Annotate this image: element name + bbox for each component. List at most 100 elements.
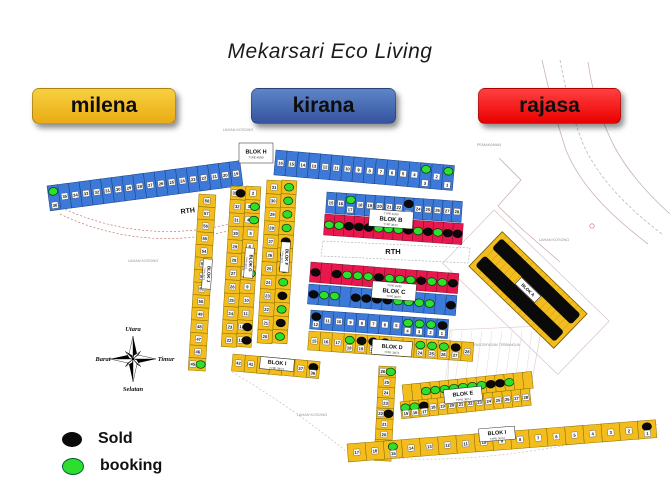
svg-text:29: 29	[270, 212, 276, 217]
lot-number-box	[200, 247, 208, 255]
lot-number-box	[415, 328, 423, 336]
sold-row-bar	[476, 256, 563, 341]
lot-number-box	[195, 323, 203, 331]
lot-number-box	[267, 238, 275, 246]
product-button-kirana[interactable]: kirana	[251, 88, 396, 124]
svg-text:27: 27	[268, 239, 274, 244]
svg-text:18: 18	[347, 345, 353, 350]
svg-text:BLOK C: BLOK C	[382, 288, 406, 296]
lot-number-box	[196, 310, 204, 318]
booking-dot	[384, 274, 395, 283]
svg-text:21: 21	[382, 422, 388, 427]
booking-dot	[385, 367, 396, 377]
lot-divider	[468, 231, 503, 267]
lot-number-box	[443, 441, 452, 449]
compass-label-n: Utara	[125, 326, 141, 333]
svg-text:22: 22	[201, 175, 207, 181]
product-button-milena[interactable]: milena	[32, 88, 176, 124]
lot-number-box	[195, 335, 203, 343]
svg-text:19: 19	[233, 171, 239, 177]
boundary-line	[59, 213, 229, 239]
svg-text:42: 42	[236, 360, 242, 365]
lot-number-box	[570, 431, 579, 439]
lot-cell	[319, 262, 333, 284]
lot-number-box	[552, 432, 560, 441]
lot-number-box	[310, 337, 318, 345]
sold-dot	[235, 189, 246, 198]
lot-number-box	[395, 204, 403, 212]
lot-number-box	[438, 402, 447, 410]
lot-number-box	[485, 397, 493, 405]
area-label-fasos: FASOS/FASUM TERBANGUN	[474, 343, 521, 347]
lot-number-box	[263, 292, 271, 300]
lot-number-box	[232, 229, 240, 237]
svg-text:18: 18	[431, 404, 437, 410]
road-line	[497, 157, 561, 263]
svg-text:25: 25	[229, 298, 235, 303]
sold-dot	[275, 318, 286, 328]
lot-number-box	[221, 171, 229, 179]
lot-number-box	[178, 177, 187, 185]
lot-number-box	[366, 167, 374, 175]
legend: Sold booking	[62, 430, 162, 484]
sold-row-bar	[493, 239, 580, 324]
booking-dot	[283, 196, 294, 205]
area-label-lk4: LAHAN KOSONG	[297, 413, 327, 417]
svg-text:33: 33	[83, 191, 89, 197]
svg-text:35: 35	[62, 194, 68, 200]
lot-number-box	[428, 350, 436, 358]
svg-text:TYPE 45/90: TYPE 45/90	[248, 156, 264, 160]
svg-text:10: 10	[337, 319, 343, 324]
svg-text:5: 5	[395, 323, 398, 328]
lot-number-box	[200, 174, 208, 182]
lot-number-box	[380, 420, 388, 428]
svg-text:19: 19	[440, 403, 446, 409]
svg-text:22: 22	[378, 411, 384, 416]
booking-dot	[421, 165, 432, 174]
booking-dot	[284, 183, 295, 192]
lot-number-box	[380, 431, 388, 439]
lot-number-box	[337, 199, 345, 208]
lot-number-box	[434, 206, 442, 214]
lot-cell	[433, 293, 447, 316]
lot-number-box	[234, 359, 243, 367]
product-button-rajasa[interactable]: rajasa	[478, 88, 621, 124]
lot-number-box	[346, 318, 355, 326]
booking-dot	[443, 167, 454, 176]
lot-number-box	[512, 394, 521, 402]
booking-dot	[344, 335, 355, 345]
svg-text:20: 20	[377, 204, 383, 209]
svg-text:23: 23	[477, 399, 483, 405]
svg-text:15: 15	[391, 451, 397, 456]
svg-text:11: 11	[325, 318, 330, 323]
lot-number-box	[321, 163, 329, 171]
booking-dot	[248, 215, 259, 225]
area-label-lk3: LAHAN KOSONG	[539, 238, 569, 242]
svg-text:BLOK H: BLOK H	[245, 150, 266, 156]
area-label-rth1: RTH	[180, 207, 195, 216]
lot-number-box	[433, 173, 441, 181]
sold-dot	[353, 222, 364, 232]
svg-text:12: 12	[313, 322, 319, 327]
area-label-rth2: RTH	[385, 247, 400, 256]
lot-number-box	[247, 229, 255, 237]
svg-text:TYPE 36/72: TYPE 36/72	[269, 366, 285, 371]
lot-number-box	[410, 171, 418, 179]
sold-dot	[311, 312, 322, 321]
lot-number-box	[589, 430, 597, 438]
lot-number-box	[103, 186, 112, 195]
svg-text:TYPE 45/90: TYPE 45/90	[387, 283, 402, 288]
svg-text:58: 58	[205, 198, 211, 203]
lot-number-box	[324, 317, 332, 325]
svg-text:12: 12	[445, 442, 451, 447]
lot-number-box	[201, 235, 209, 243]
road-junction-marker	[589, 223, 595, 229]
svg-text:6: 6	[384, 322, 387, 327]
lot-number-box	[345, 344, 353, 352]
svg-text:7: 7	[372, 321, 375, 326]
svg-text:3: 3	[423, 181, 426, 186]
